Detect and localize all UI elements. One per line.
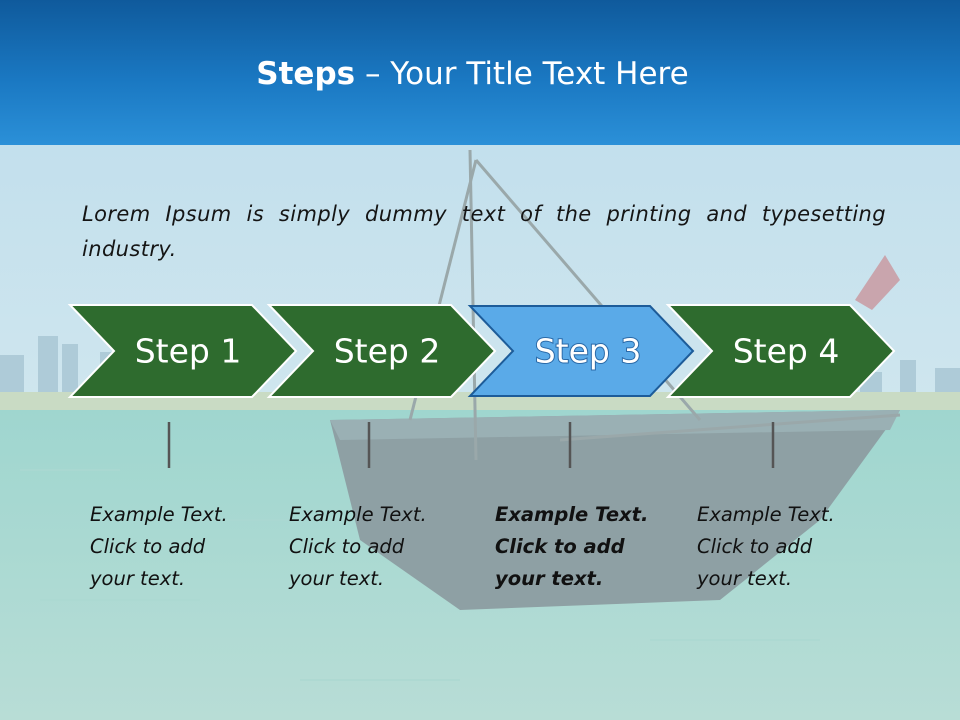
title-header-bar — [0, 0, 960, 145]
step-4-chevron-shape — [665, 304, 896, 398]
title-rest: – Your Title Text Here — [355, 56, 689, 92]
step-4-description[interactable]: Example Text. Click to add your text. — [697, 503, 835, 590]
step-arrow-4[interactable]: Step 4 — [665, 304, 896, 398]
step-2-description[interactable]: Example Text. Click to add your text. — [289, 503, 427, 590]
step-arrow-2[interactable]: Step 2 — [266, 304, 497, 398]
intro-text[interactable]: Lorem Ipsum is simply dummy text of the … — [82, 202, 886, 261]
step-3-label: Step 3 — [535, 332, 642, 371]
slide-title[interactable]: Steps – Your Title Text Here — [0, 52, 945, 96]
step-1-description[interactable]: Example Text. Click to add your text. — [90, 503, 228, 590]
step-2-chevron-shape — [266, 304, 497, 398]
step-2-label: Step 2 — [334, 332, 441, 371]
title-bold: Steps — [256, 56, 356, 92]
step-1-chevron-shape — [67, 304, 298, 398]
step-arrows: Step 1 Step 2 Step 3 Step 4 — [67, 304, 896, 468]
step-4-label: Step 4 — [733, 332, 840, 371]
step-1-label: Step 1 — [135, 332, 242, 371]
step-3-description[interactable]: Example Text. Click to add your text. — [495, 503, 649, 590]
step-arrow-3[interactable]: Step 3 — [467, 305, 695, 397]
step-3-chevron-shape — [467, 305, 695, 397]
step-arrow-1[interactable]: Step 1 — [67, 304, 298, 398]
